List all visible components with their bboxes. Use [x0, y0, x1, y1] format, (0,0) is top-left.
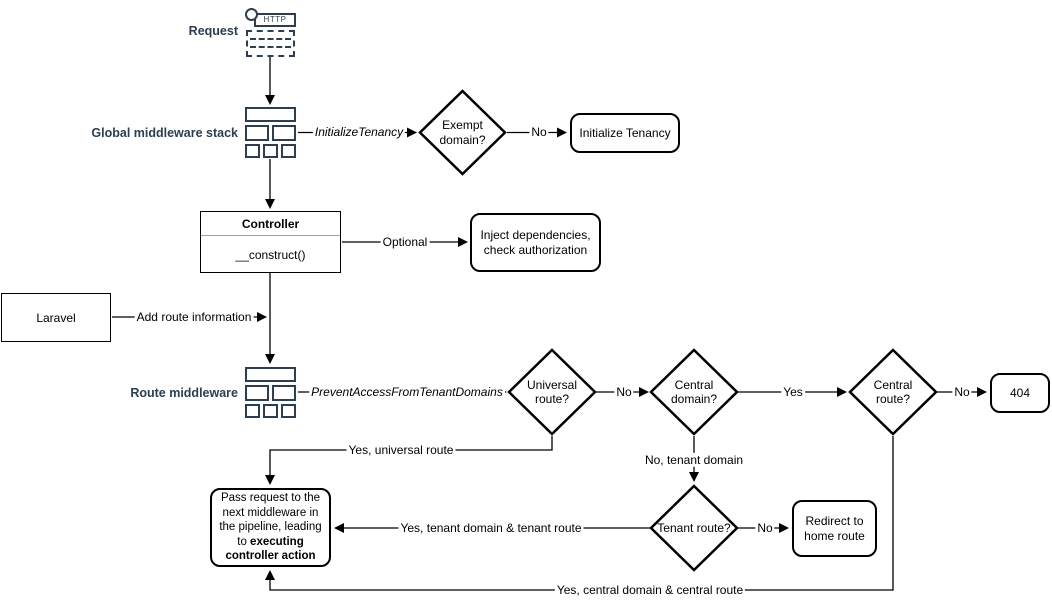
edge-label-optional: Optional [380, 234, 430, 250]
http-body-icon [246, 30, 295, 57]
edge-label-yes-central: Yes, central domain & central route [554, 582, 746, 598]
pass-request-box: Pass request to the next middleware in t… [210, 488, 331, 567]
http-request-icon: HTTP [245, 8, 296, 57]
central-route-diamond-text: Central route? [873, 377, 913, 406]
edge-label-add-route-information: Add route information [134, 309, 254, 325]
pass-request-bold-text: executing controller action [225, 535, 316, 563]
controller-title: Controller [201, 212, 340, 236]
global-middleware-label: Global middleware stack [91, 126, 238, 140]
inject-dependencies-box: Inject dependencies, check authorization [470, 213, 601, 272]
controller-method: __construct() [235, 247, 306, 262]
http-circle-icon [245, 8, 258, 21]
exempt-domain-diamond-text: Exempt domain? [439, 118, 486, 147]
diamond-exempt-domain [418, 89, 507, 176]
edge-label-prevent-access: PreventAccessFromTenantDomains [309, 384, 505, 400]
request-label: Request [188, 24, 238, 38]
middleware-stack-icon [245, 107, 296, 158]
initialize-tenancy-box: Initialize Tenancy [570, 113, 680, 153]
edge-label-no-universal: No [614, 384, 634, 400]
universal-route-diamond-text: Universal route? [526, 377, 577, 406]
controller-box: Controller __construct() [200, 211, 341, 273]
route-middleware-label: Route middleware [130, 386, 238, 400]
diamond-central-domain [649, 348, 739, 436]
edge-label-no-central-route: No [952, 384, 972, 400]
tenant-route-diamond-text: Tenant route? [657, 520, 731, 535]
http-bar-icon: HTTP [254, 13, 296, 27]
route-middleware-stack-icon [245, 367, 296, 418]
central-domain-diamond-text: Central domain? [670, 377, 718, 406]
edge-label-yes-tenant: Yes, tenant domain & tenant route [398, 520, 584, 536]
laravel-box: Laravel [1, 293, 111, 342]
diamond-central-route [848, 348, 938, 436]
redirect-home-box: Redirect to home route [792, 500, 877, 557]
edge-label-no-exempt: No [529, 124, 549, 140]
edge-label-yes-central-domain: Yes [781, 384, 805, 400]
pass-request-text: Pass request to the next middleware in t… [219, 492, 322, 548]
diamond-universal-route [507, 348, 597, 436]
http-bar-text: HTTP [263, 15, 287, 24]
edge-label-initialize-tenancy: InitializeTenancy [312, 124, 406, 140]
diamond-tenant-route [649, 484, 739, 572]
edge-label-no-tenant-domain: No, tenant domain [642, 452, 746, 468]
edge-label-no-tenant-route: No [755, 520, 775, 536]
not-found-box: 404 [990, 373, 1050, 413]
edge-label-yes-universal-route: Yes, universal route [346, 442, 456, 458]
